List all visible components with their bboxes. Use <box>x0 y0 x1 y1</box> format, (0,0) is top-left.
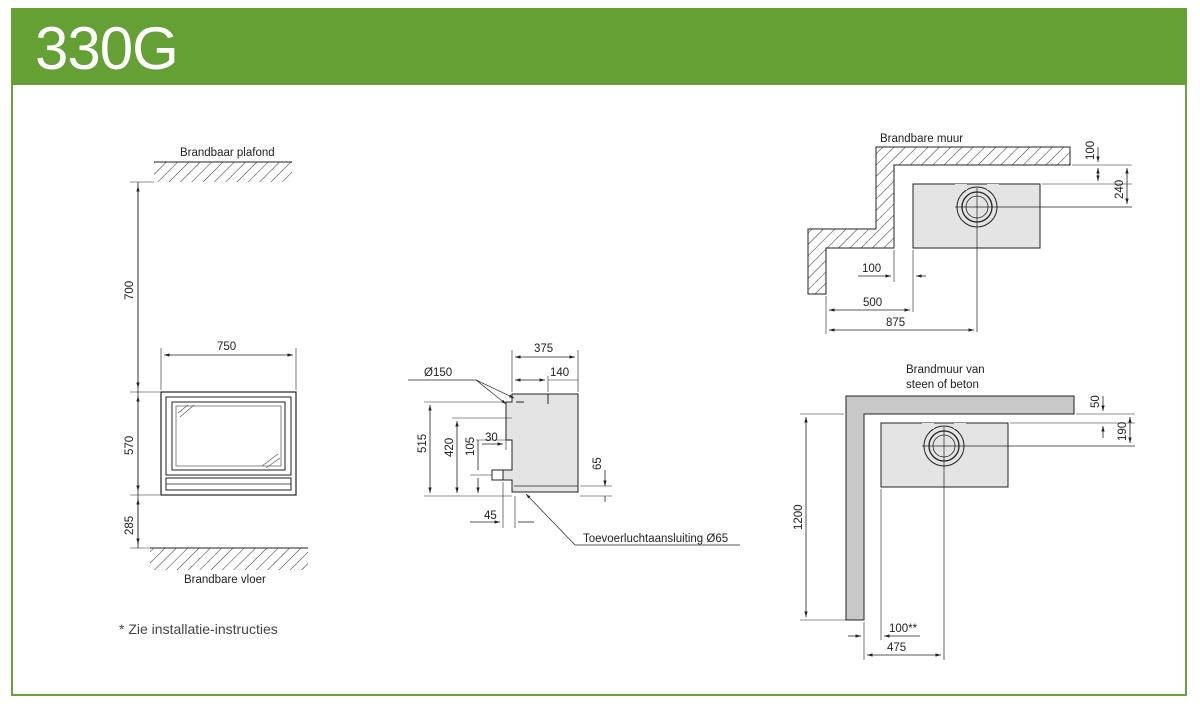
top-view-fireproof: Brandmuur van steen of beton 50 190 1200… <box>793 364 1135 660</box>
model-title: 330G <box>35 15 179 82</box>
dim-750: 750 <box>217 341 236 353</box>
floor-hatch <box>150 548 308 570</box>
dim-105: 105 <box>465 437 477 456</box>
dim-515: 515 <box>417 434 429 453</box>
dim-140: 140 <box>550 367 569 379</box>
combustible-wall <box>807 146 1071 295</box>
dim-100-top: 100 <box>1085 141 1097 160</box>
dim-50: 50 <box>1090 395 1102 408</box>
dim-45: 45 <box>484 510 497 522</box>
dim-1200: 1200 <box>793 504 805 530</box>
footnote: * Zie installatie-instructies <box>119 621 278 637</box>
dim-420: 420 <box>444 438 456 457</box>
fireplace-top-2 <box>880 422 1009 488</box>
dim-100-side: 100 <box>862 263 881 275</box>
dim-65: 65 <box>592 457 604 470</box>
dim-30: 30 <box>485 432 498 444</box>
fireproof-wall-label-1: Brandmuur van <box>906 364 985 376</box>
dim-240: 240 <box>1114 180 1126 199</box>
dim-475: 475 <box>887 642 906 654</box>
fireproof-wall-label-2: steen of beton <box>906 379 979 391</box>
ceiling-label: Brandbaar plafond <box>180 147 275 159</box>
dim-285: 285 <box>124 516 136 535</box>
dim-500: 500 <box>863 297 882 309</box>
dim-100-double-star: 100** <box>889 623 918 635</box>
combustible-wall-label: Brandbare muur <box>880 133 963 145</box>
dim-375: 375 <box>534 343 553 355</box>
fireplace-top-1 <box>912 183 1041 249</box>
side-body <box>502 393 579 493</box>
dim-190: 190 <box>1117 422 1129 441</box>
dim-570: 570 <box>124 436 136 455</box>
air-inlet-label: Toevoerluchtaansluiting Ø65 <box>583 533 728 545</box>
dim-875: 875 <box>886 317 905 329</box>
ceiling-hatch <box>154 162 292 182</box>
side-view: 375 140 Ø150 515 420 105 30 65 <box>408 343 740 546</box>
fireplace-front <box>160 391 297 496</box>
fireplace-glass <box>171 401 286 471</box>
top-view-combustible: Brandbare muur 100 240 100 500 875 <box>807 133 1132 334</box>
header-bar: 330G <box>11 8 1187 85</box>
flue-label: Ø150 <box>424 367 452 379</box>
floor-label: Brandbare vloer <box>184 574 266 586</box>
dim-700: 700 <box>124 281 136 300</box>
front-view: Brandbaar plafond Brandbare vloer 700 57… <box>124 147 308 586</box>
